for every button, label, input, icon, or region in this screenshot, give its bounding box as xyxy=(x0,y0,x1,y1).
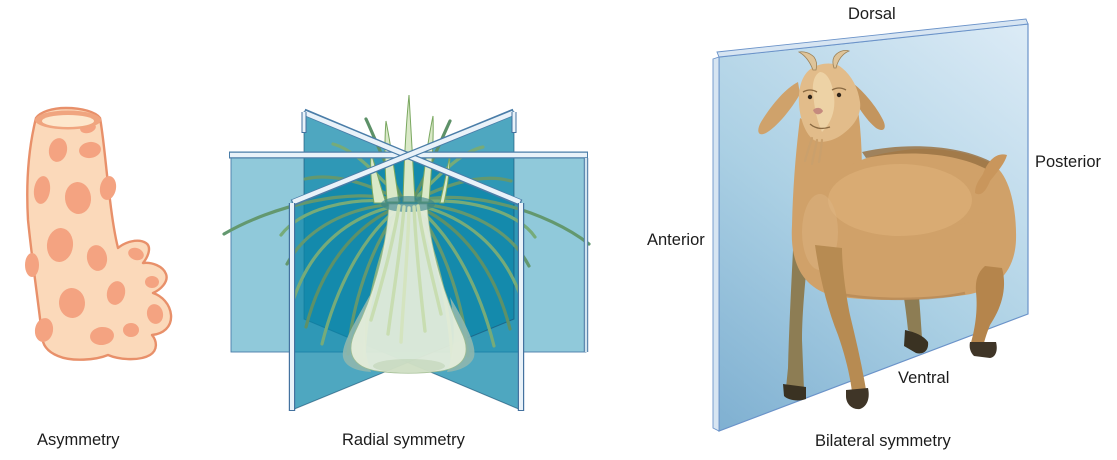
goat-far-front-leg xyxy=(786,250,808,390)
radial-plane-edges xyxy=(229,108,589,411)
anterior-label: Anterior xyxy=(647,231,705,249)
bilateral-symmetry-illustration xyxy=(712,18,1029,432)
anemone-column xyxy=(350,203,467,374)
radial-symmetry-caption: Radial symmetry xyxy=(342,431,465,449)
goat-face xyxy=(802,87,847,130)
sponge-illustration xyxy=(25,106,173,361)
goat xyxy=(758,49,1017,410)
radial-symmetry-illustration xyxy=(222,94,591,411)
asymmetry-caption: Asymmetry xyxy=(37,431,120,449)
dorsal-label: Dorsal xyxy=(848,5,896,23)
sponge-spots xyxy=(25,122,164,346)
bilateral-plane-top-edge xyxy=(716,18,1029,58)
bilateral-symmetry-caption: Bilateral symmetry xyxy=(815,432,951,450)
goat-beard xyxy=(803,136,824,166)
goat-tail xyxy=(975,154,1007,195)
anemone-crown xyxy=(381,196,435,212)
goat-horns xyxy=(797,49,851,71)
goat-near-hind-leg xyxy=(970,266,1005,348)
ventral-label: Ventral xyxy=(898,369,950,387)
goat-back-stripe xyxy=(862,146,997,171)
bilateral-plane-left-edge xyxy=(712,56,720,432)
goat-left-ear xyxy=(758,82,800,135)
goat-near-front-leg xyxy=(815,245,866,392)
sponge-opening xyxy=(42,115,94,127)
posterior-label: Posterior xyxy=(1035,153,1102,171)
